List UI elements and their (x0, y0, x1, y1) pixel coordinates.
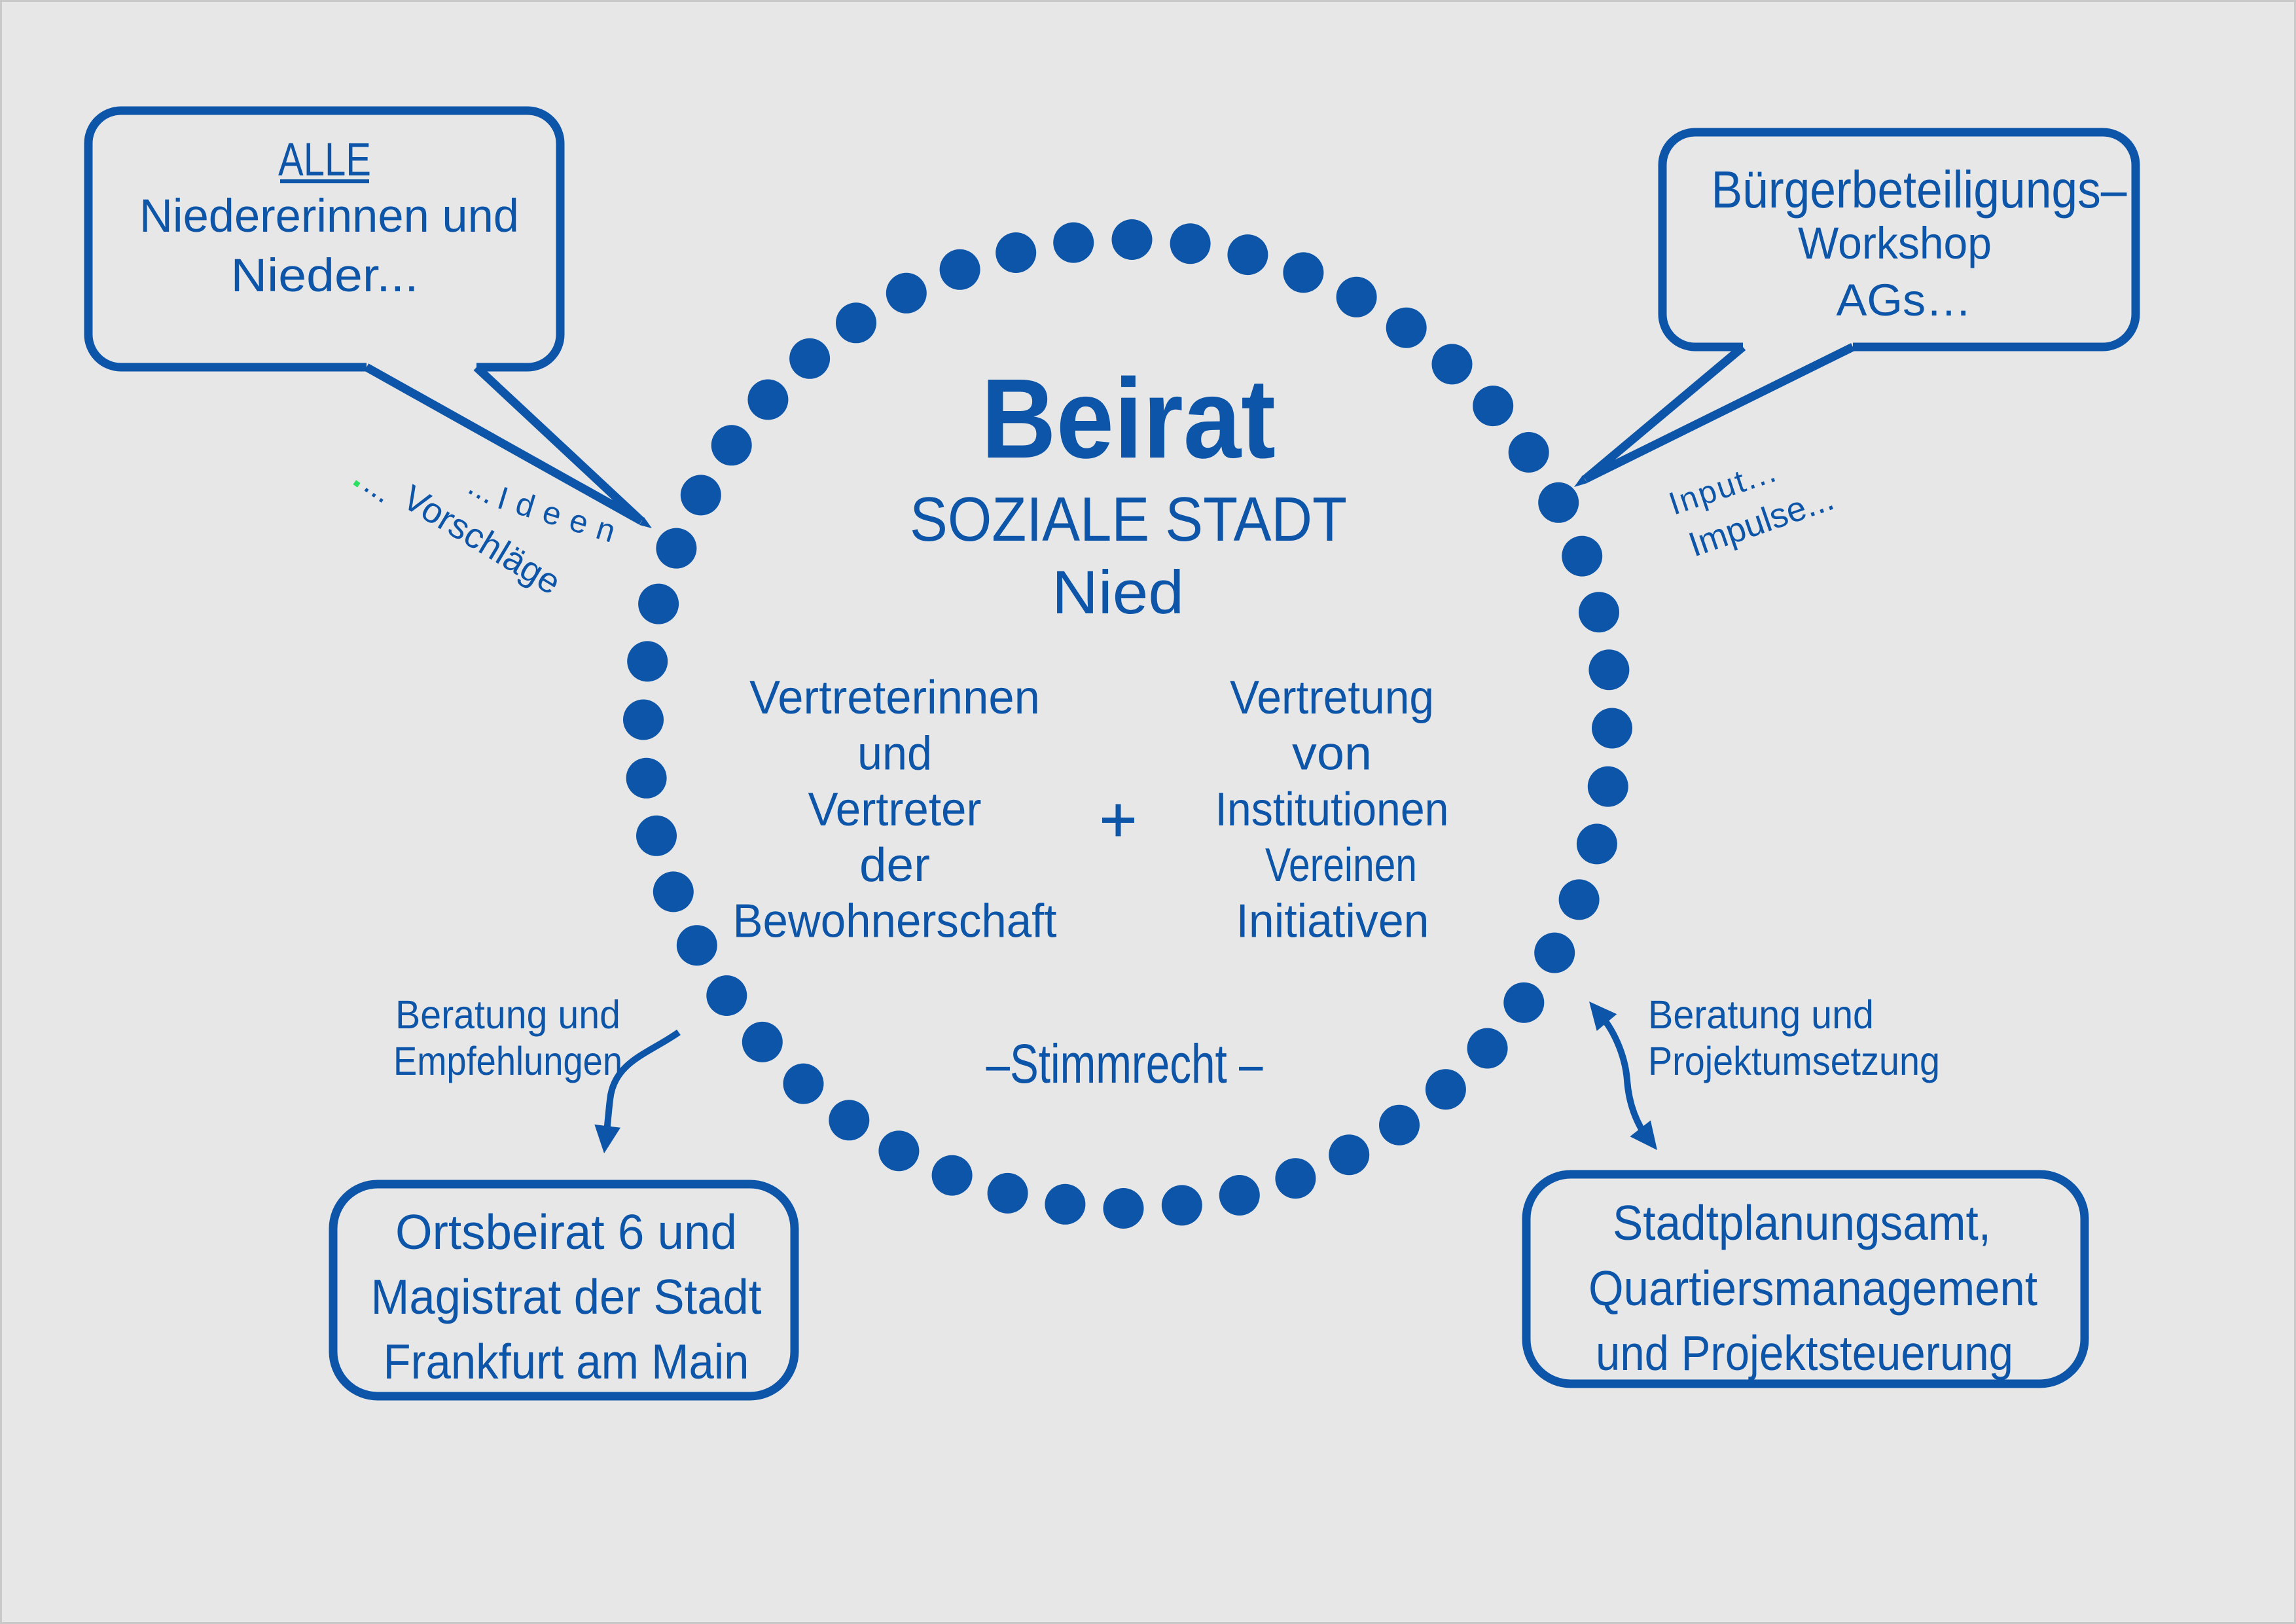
svg-text:Institutionen: Institutionen (1215, 784, 1449, 836)
svg-text:der: der (859, 839, 930, 892)
svg-text:Vereinen: Vereinen (1265, 839, 1417, 892)
svg-text:Vertreter: Vertreter (808, 784, 982, 836)
svg-text:Stadtplanungsamt,: Stadtplanungsamt, (1613, 1195, 1991, 1250)
svg-text:Vertreterinnen: Vertreterinnen (749, 672, 1040, 724)
svg-text:Initiativen: Initiativen (1236, 895, 1429, 948)
svg-text:und: und (857, 727, 932, 780)
svg-text:Projektumsetzung: Projektumsetzung (1648, 1039, 1940, 1083)
svg-text:AGs…: AGs… (1837, 275, 1972, 325)
svg-text:und Projektsteuerung: und Projektsteuerung (1596, 1326, 2013, 1380)
svg-text:Ortsbeirat 6 und: Ortsbeirat 6 und (395, 1204, 737, 1259)
svg-text:Magistrat der Stadt: Magistrat der Stadt (371, 1269, 762, 1324)
svg-text:ALLE: ALLE (278, 134, 371, 186)
svg-text:Bewohnerschaft: Bewohnerschaft (733, 895, 1057, 948)
svg-text:Nieder...: Nieder... (231, 250, 419, 302)
svg-text:Beratung und: Beratung und (395, 992, 620, 1037)
svg-text:–Stimmrecht –: –Stimmrecht – (986, 1033, 1263, 1094)
svg-text:Frankfurt am Main: Frankfurt am Main (384, 1334, 749, 1389)
svg-text:SOZIALE STADT: SOZIALE STADT (910, 484, 1347, 554)
svg-text:Beirat: Beirat (981, 355, 1276, 482)
svg-text:Bürgerbeteiligungs–: Bürgerbeteiligungs– (1712, 160, 2127, 219)
svg-text:Beratung und: Beratung und (1648, 992, 1874, 1037)
svg-text:Empfehlungen: Empfehlungen (393, 1039, 622, 1083)
svg-text:Niedererinnen und: Niedererinnen und (139, 190, 519, 242)
svg-text:Vertretung: Vertretung (1230, 672, 1434, 724)
svg-text:Workshop: Workshop (1798, 218, 1992, 268)
svg-text:von: von (1292, 727, 1372, 780)
svg-text:Nied: Nied (1052, 558, 1184, 626)
svg-text:Quartiersmanagement: Quartiersmanagement (1588, 1261, 2037, 1316)
